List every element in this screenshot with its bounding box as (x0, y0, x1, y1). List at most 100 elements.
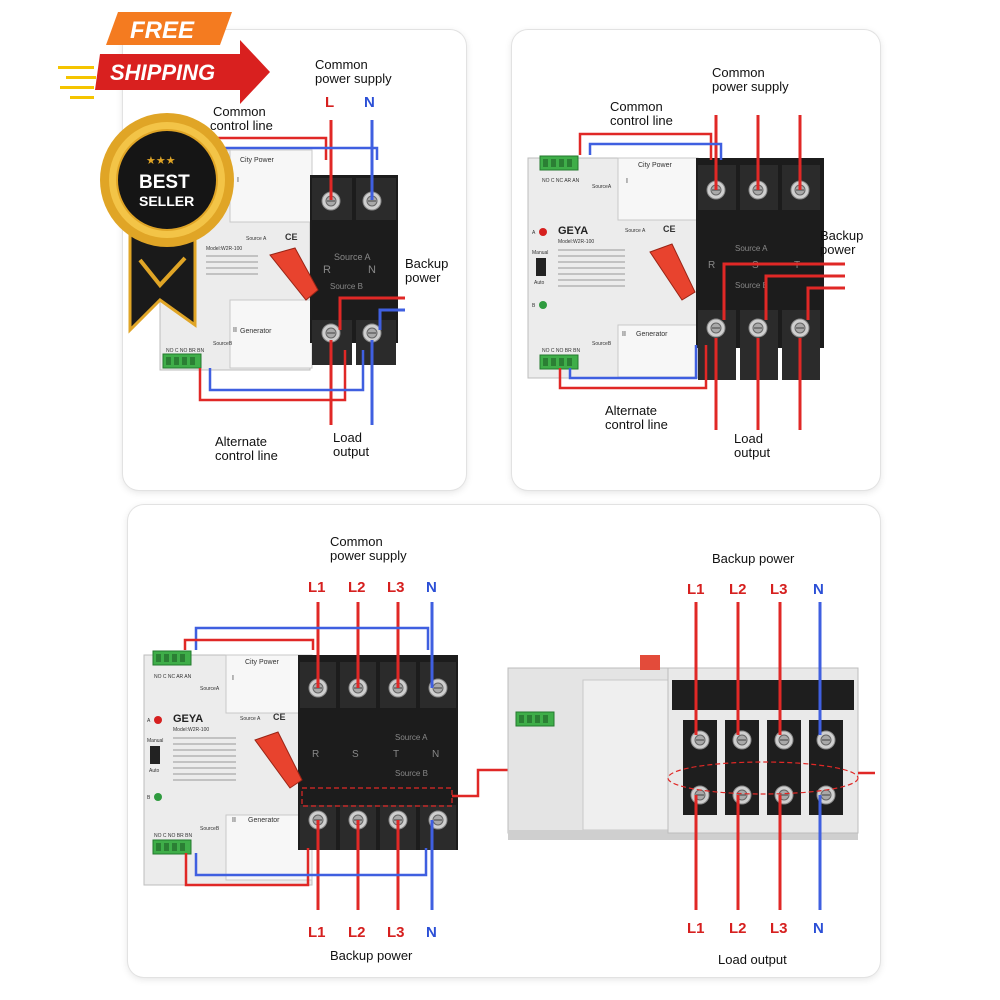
d1-load-1: Load (333, 430, 362, 445)
best-text: BEST (139, 172, 190, 193)
source-a-small-3: SourceA (200, 686, 220, 692)
d3-top-left-n: N (426, 579, 437, 596)
alt-blue-2 (568, 345, 698, 380)
term-r-2: R (708, 260, 715, 271)
d2-load-1: Load (734, 431, 763, 446)
source-a-housing-1: Source A (334, 252, 371, 262)
d2-common-power-1: Common (712, 65, 765, 80)
source-b-small-2: SourceB (592, 341, 612, 347)
d3-top-left-l1: L1 (308, 579, 326, 596)
control-red-top-2 (578, 132, 713, 160)
indicator-b-label-3: B (147, 795, 151, 801)
source-b-housing-3: Source B (395, 769, 428, 778)
alt-red-1 (198, 350, 347, 402)
ce-mark-1: CE (285, 232, 298, 242)
d3-top-left-l3: L3 (387, 579, 405, 596)
indicator-a-label-3: A (147, 718, 151, 724)
d3-bottom-left-n: N (426, 924, 437, 941)
d2-backup-1: Backup (820, 228, 863, 243)
d2-common-control-2: control line (610, 113, 673, 128)
indicator-a-2 (539, 228, 547, 236)
generator-label-2: Generator (636, 331, 668, 338)
manual-label-3: Manual (147, 738, 163, 744)
d3-common-power-1: Common (330, 534, 383, 549)
d3-bottom-right-n: N (813, 920, 824, 937)
source-a-text-3: Source A (240, 716, 261, 722)
d1-common-control-1: Common (213, 104, 266, 119)
right-handle (640, 655, 660, 670)
indicator-a-3 (154, 716, 162, 724)
badge-stars: ★★★ (146, 155, 176, 167)
wire-backup-red-1 (338, 296, 405, 330)
control-blue-top-2 (588, 142, 723, 160)
indicator-a-label-2: A (532, 230, 536, 236)
term-r-1: R (323, 264, 331, 276)
d1-common-power-1: Common (315, 57, 368, 72)
terminal-block-top-2 (539, 155, 579, 171)
diagram-3-right: Backup power L1 L2 L3 N L1 L2 L3 N Load … (507, 551, 875, 967)
source-b-housing-2: Source B (735, 281, 768, 290)
d3-top-right-l1: L1 (687, 581, 705, 598)
terminal-block-bottom-1 (162, 353, 202, 369)
alt-red-2 (558, 345, 708, 390)
term-n-3: N (432, 749, 439, 760)
screw-2e (748, 318, 768, 338)
roman-two-2: II (622, 331, 626, 338)
screw-1d (362, 323, 382, 343)
backup-wire-r-2 (722, 262, 845, 320)
ribbon-chevron (138, 256, 187, 289)
ce-mark-2: CE (663, 224, 676, 234)
d1-load-2: output (333, 444, 370, 459)
term-n-1: N (368, 264, 376, 276)
generator-label-3: Generator (248, 817, 280, 824)
right-terminals (683, 720, 843, 815)
link-wire-3 (452, 768, 508, 798)
free-shipping-badge: FREE SHIPPING (58, 12, 270, 104)
auto-label-3: Auto (149, 768, 160, 774)
city-power-label-2: City Power (638, 162, 673, 169)
roman-one-3: I (232, 675, 234, 682)
source-a-housing-2: Source A (735, 244, 768, 253)
terminal-bottom-label-1: NO C NO BR BN (166, 348, 204, 354)
d1-phase-n: N (364, 94, 375, 111)
d2-load-2: output (734, 445, 771, 460)
alt-blue-3 (194, 848, 428, 877)
best-seller-badge: ★★★ BEST SELLER (100, 113, 234, 334)
indicator-b-label-2: B (532, 303, 536, 309)
city-power-label-3: City Power (245, 659, 280, 666)
d3-bottom-left-l1: L1 (308, 924, 326, 941)
d1-common-power-2: power supply (315, 71, 392, 86)
source-a-text-1: Source A (246, 236, 267, 242)
d1-backup-2: power (405, 270, 441, 285)
roman-two-1: II (233, 327, 237, 334)
indicator-b-2 (539, 301, 547, 309)
source-b-housing-1: Source B (330, 282, 363, 291)
diagram-3-left: City Power I Generator II SourceA Source… (143, 534, 508, 963)
term-t-3: T (393, 749, 399, 760)
diagram-2: City Power I Generator II SourceA Source… (527, 65, 863, 460)
d1-backup-1: Backup (405, 256, 448, 271)
terminal-block-right (515, 711, 555, 727)
d1-alternate-1: Alternate (215, 434, 267, 449)
brand-2: GEYA (558, 225, 588, 237)
terminal-top-label-2: NO C NC AR AN (542, 178, 580, 184)
screw-2f (790, 318, 810, 338)
model-3: Model:W2R-100 (173, 727, 209, 733)
terminal-top-label-3: NO C NC AR AN (154, 674, 192, 680)
screw-1c (321, 323, 341, 343)
city-power-label-1: City Power (240, 157, 275, 164)
dashed-link-3 (301, 787, 453, 807)
d3-top-right-n: N (813, 581, 824, 598)
backup-wire-t-2 (806, 286, 845, 320)
seller-text: SELLER (139, 193, 194, 209)
d3-bottom-right-l2: L2 (729, 920, 747, 937)
d3-bottom-left-l2: L2 (348, 924, 366, 941)
mode-switch-2 (536, 258, 546, 276)
diagram-1: City Power I Generator II SourceB Model:… (159, 57, 448, 463)
model-label-1: Model:W2R-100 (206, 246, 242, 252)
d2-common-control-1: Common (610, 99, 663, 114)
generator-label-1: Generator (240, 328, 272, 335)
manual-label-2: Manual (532, 250, 548, 256)
d2-common-power-2: power supply (712, 79, 789, 94)
